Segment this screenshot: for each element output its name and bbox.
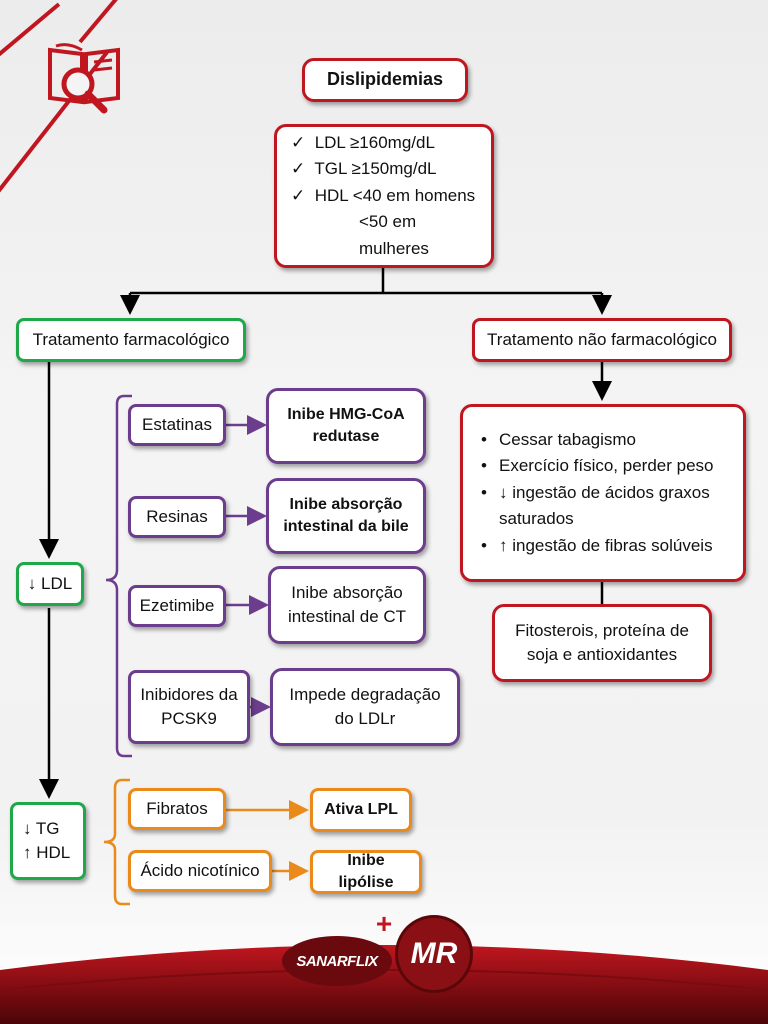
page-title: Dislipidemias xyxy=(302,58,468,102)
list-item: ↑ ingestão de fibras solúveis xyxy=(481,533,735,560)
list-item: ↓ ingestão de ácidos graxos saturados xyxy=(481,480,735,533)
sanarflix-logo: SANARFLIX xyxy=(282,936,392,986)
effect-pcsk9: Impede degradação do LDLr xyxy=(270,668,460,746)
hdl-label-text: ↑ HDL xyxy=(23,843,71,862)
nonpharma-title-text: Tratamento não farmacológico xyxy=(487,330,717,350)
drug-ezetimibe: Ezetimibe xyxy=(128,585,226,627)
pharma-title-text: Tratamento farmacológico xyxy=(32,330,230,350)
criteria-hdl-women: <50 em mulheres xyxy=(359,212,429,258)
drug-fibratos: Fibratos xyxy=(128,788,226,830)
mr-logo: MR xyxy=(398,918,470,990)
nonpharma-extra-text: Fitosterois, proteína de soja e antioxid… xyxy=(515,621,689,664)
nonpharma-title: Tratamento não farmacológico xyxy=(472,318,732,362)
criteria-tgl: ✓ TGL ≥150mg/dL xyxy=(291,159,437,179)
nonpharma-items: Cessar tabagismo Exercício físico, perde… xyxy=(479,427,735,559)
effect-ezetimibe: Inibe absorção intestinal de CT xyxy=(268,566,426,644)
effect-estatinas: Inibe HMG-CoA redutase xyxy=(266,388,426,464)
page-title-text: Dislipidemias xyxy=(326,69,444,90)
effect-resinas: Inibe absorção intestinal da bile xyxy=(266,478,426,554)
book-magnifier-icon xyxy=(48,43,120,114)
pharma-title: Tratamento farmacológico xyxy=(16,318,246,362)
criteria-hdl-men: ✓ HDL <40 em homens xyxy=(291,185,476,205)
criteria-box: ✓ LDL ≥160mg/dL ✓ TGL ≥150mg/dL ✓ HDL <4… xyxy=(274,124,494,268)
nonpharma-list: Cessar tabagismo Exercício físico, perde… xyxy=(460,404,746,582)
drug-resinas: Resinas xyxy=(128,496,226,538)
ldl-label: ↓ LDL xyxy=(16,562,84,606)
effect-fibratos: Ativa LPL xyxy=(310,788,412,832)
plus-icon: + xyxy=(375,908,393,939)
drug-acido-nicotinico: Ácido nicotínico xyxy=(128,850,272,892)
drug-pcsk9: Inibidores da PCSK9 xyxy=(128,670,250,744)
list-item: Cessar tabagismo xyxy=(481,427,735,454)
nonpharma-extra: Fitosterois, proteína de soja e antioxid… xyxy=(492,604,712,682)
ldl-label-text: ↓ LDL xyxy=(27,574,73,594)
tg-label-text: ↓ TG xyxy=(23,819,60,839)
criteria-ldl: ✓ LDL ≥160mg/dL xyxy=(291,133,435,153)
drug-estatinas: Estatinas xyxy=(128,404,226,446)
effect-acido-nicotinico: Inibe lipólise xyxy=(310,850,422,894)
list-item: Exercício físico, perder peso xyxy=(481,453,735,480)
bottom-banner xyxy=(0,945,768,1024)
tg-hdl-label: ↓ TG ↑ HDL xyxy=(10,802,86,880)
